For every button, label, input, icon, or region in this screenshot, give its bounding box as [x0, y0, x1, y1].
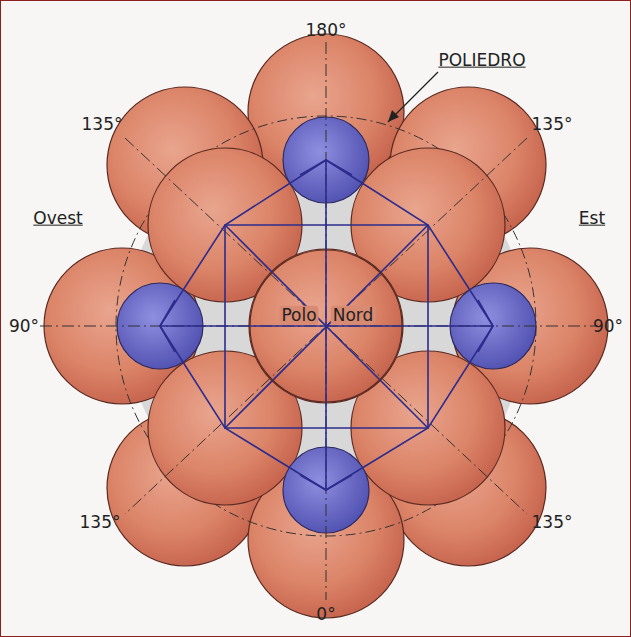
callout-label: POLIEDRO [438, 51, 525, 70]
pole-label: Polo [279, 306, 318, 325]
angle-label: 90° [593, 317, 623, 336]
direction-label: Ovest [33, 209, 82, 228]
pole-label: Nord [331, 306, 376, 325]
angle-label: 135° [532, 513, 573, 532]
angle-label: 135° [80, 513, 121, 532]
angle-label: 0° [316, 605, 335, 624]
angle-label: 180° [306, 21, 347, 40]
angle-label: 135° [532, 115, 573, 134]
sphere-outline [249, 249, 403, 403]
center-sphere: Polo Nord [249, 249, 403, 403]
sphere-circle [250, 250, 402, 402]
direction-label: Est [579, 209, 605, 228]
angle-label: 135° [82, 115, 123, 134]
angle-label: 90° [9, 317, 39, 336]
